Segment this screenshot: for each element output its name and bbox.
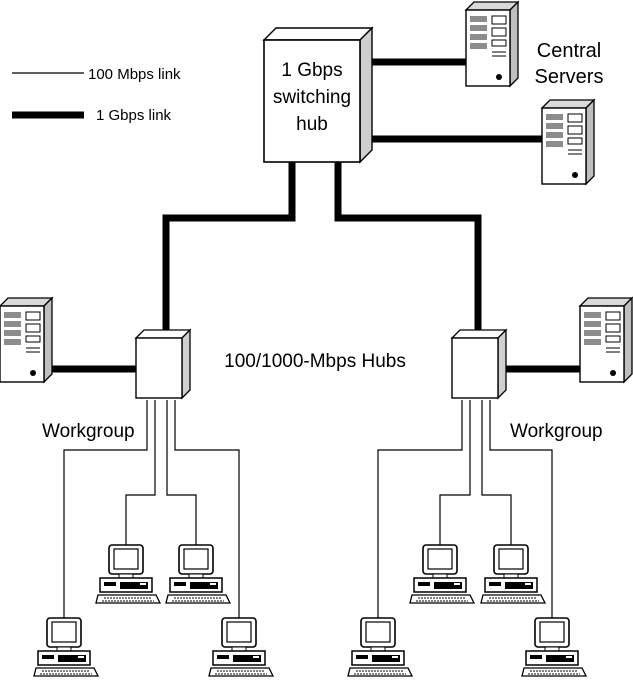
left-pc-bottom-right-icon — [208, 617, 274, 677]
central-server-2-icon — [541, 99, 595, 185]
central-servers-label-line2: Servers — [535, 66, 604, 88]
right-pc-mid-right-icon — [480, 544, 546, 604]
central-server-1-icon — [465, 1, 519, 87]
central-servers-label-line1: Central — [537, 40, 601, 62]
link-core-to-left-hub — [162, 160, 296, 332]
link-right-hub-to-pc-bottom-left — [377, 400, 463, 618]
left-pc-mid-right-icon — [165, 544, 231, 604]
left-pc-mid-left-icon — [95, 544, 161, 604]
link-left-hub-to-pc-bottom-right — [174, 400, 240, 618]
left-pc-bottom-left-icon — [33, 617, 99, 677]
hubs-label: 100/1000-Mbps Hubs — [224, 351, 406, 372]
fast-ethernet-links — [63, 400, 553, 618]
legend: 100 Mbps link 1 Gbps link — [12, 66, 181, 124]
legend-thick-label: 1 Gbps link — [96, 107, 172, 124]
link-left-hub-to-pc-mid-left — [125, 400, 156, 545]
link-right-hub-to-pc-mid-left — [439, 400, 471, 545]
left-workgroup-hub-icon — [135, 329, 191, 399]
core-hub-label-line3: hub — [296, 114, 328, 135]
legend-thin-label: 100 Mbps link — [88, 66, 181, 83]
link-right-hub-to-pc-bottom-right — [489, 400, 553, 618]
gigabit-links — [50, 58, 582, 373]
link-left-hub-to-pc-mid-right — [166, 400, 197, 545]
right-pc-bottom-left-icon — [347, 617, 413, 677]
right-pc-mid-left-icon — [409, 544, 475, 604]
link-right-hub-to-pc-mid-right — [481, 400, 512, 545]
left-workgroup-server-icon — [0, 297, 53, 383]
right-pc-bottom-right-icon — [521, 617, 587, 677]
right-workgroup-server-icon — [579, 297, 633, 383]
workgroup-left-label: Workgroup — [42, 421, 135, 442]
right-workgroup-hub-icon — [451, 329, 507, 399]
core-switching-hub: 1 Gbps switching hub — [262, 26, 374, 164]
link-core-to-right-hub — [334, 160, 482, 332]
core-hub-label-line2: switching — [273, 87, 351, 108]
link-left-hub-to-pc-bottom-left — [63, 400, 148, 618]
workgroup-right-label: Workgroup — [510, 421, 603, 442]
core-hub-label-line1: 1 Gbps — [281, 60, 342, 81]
